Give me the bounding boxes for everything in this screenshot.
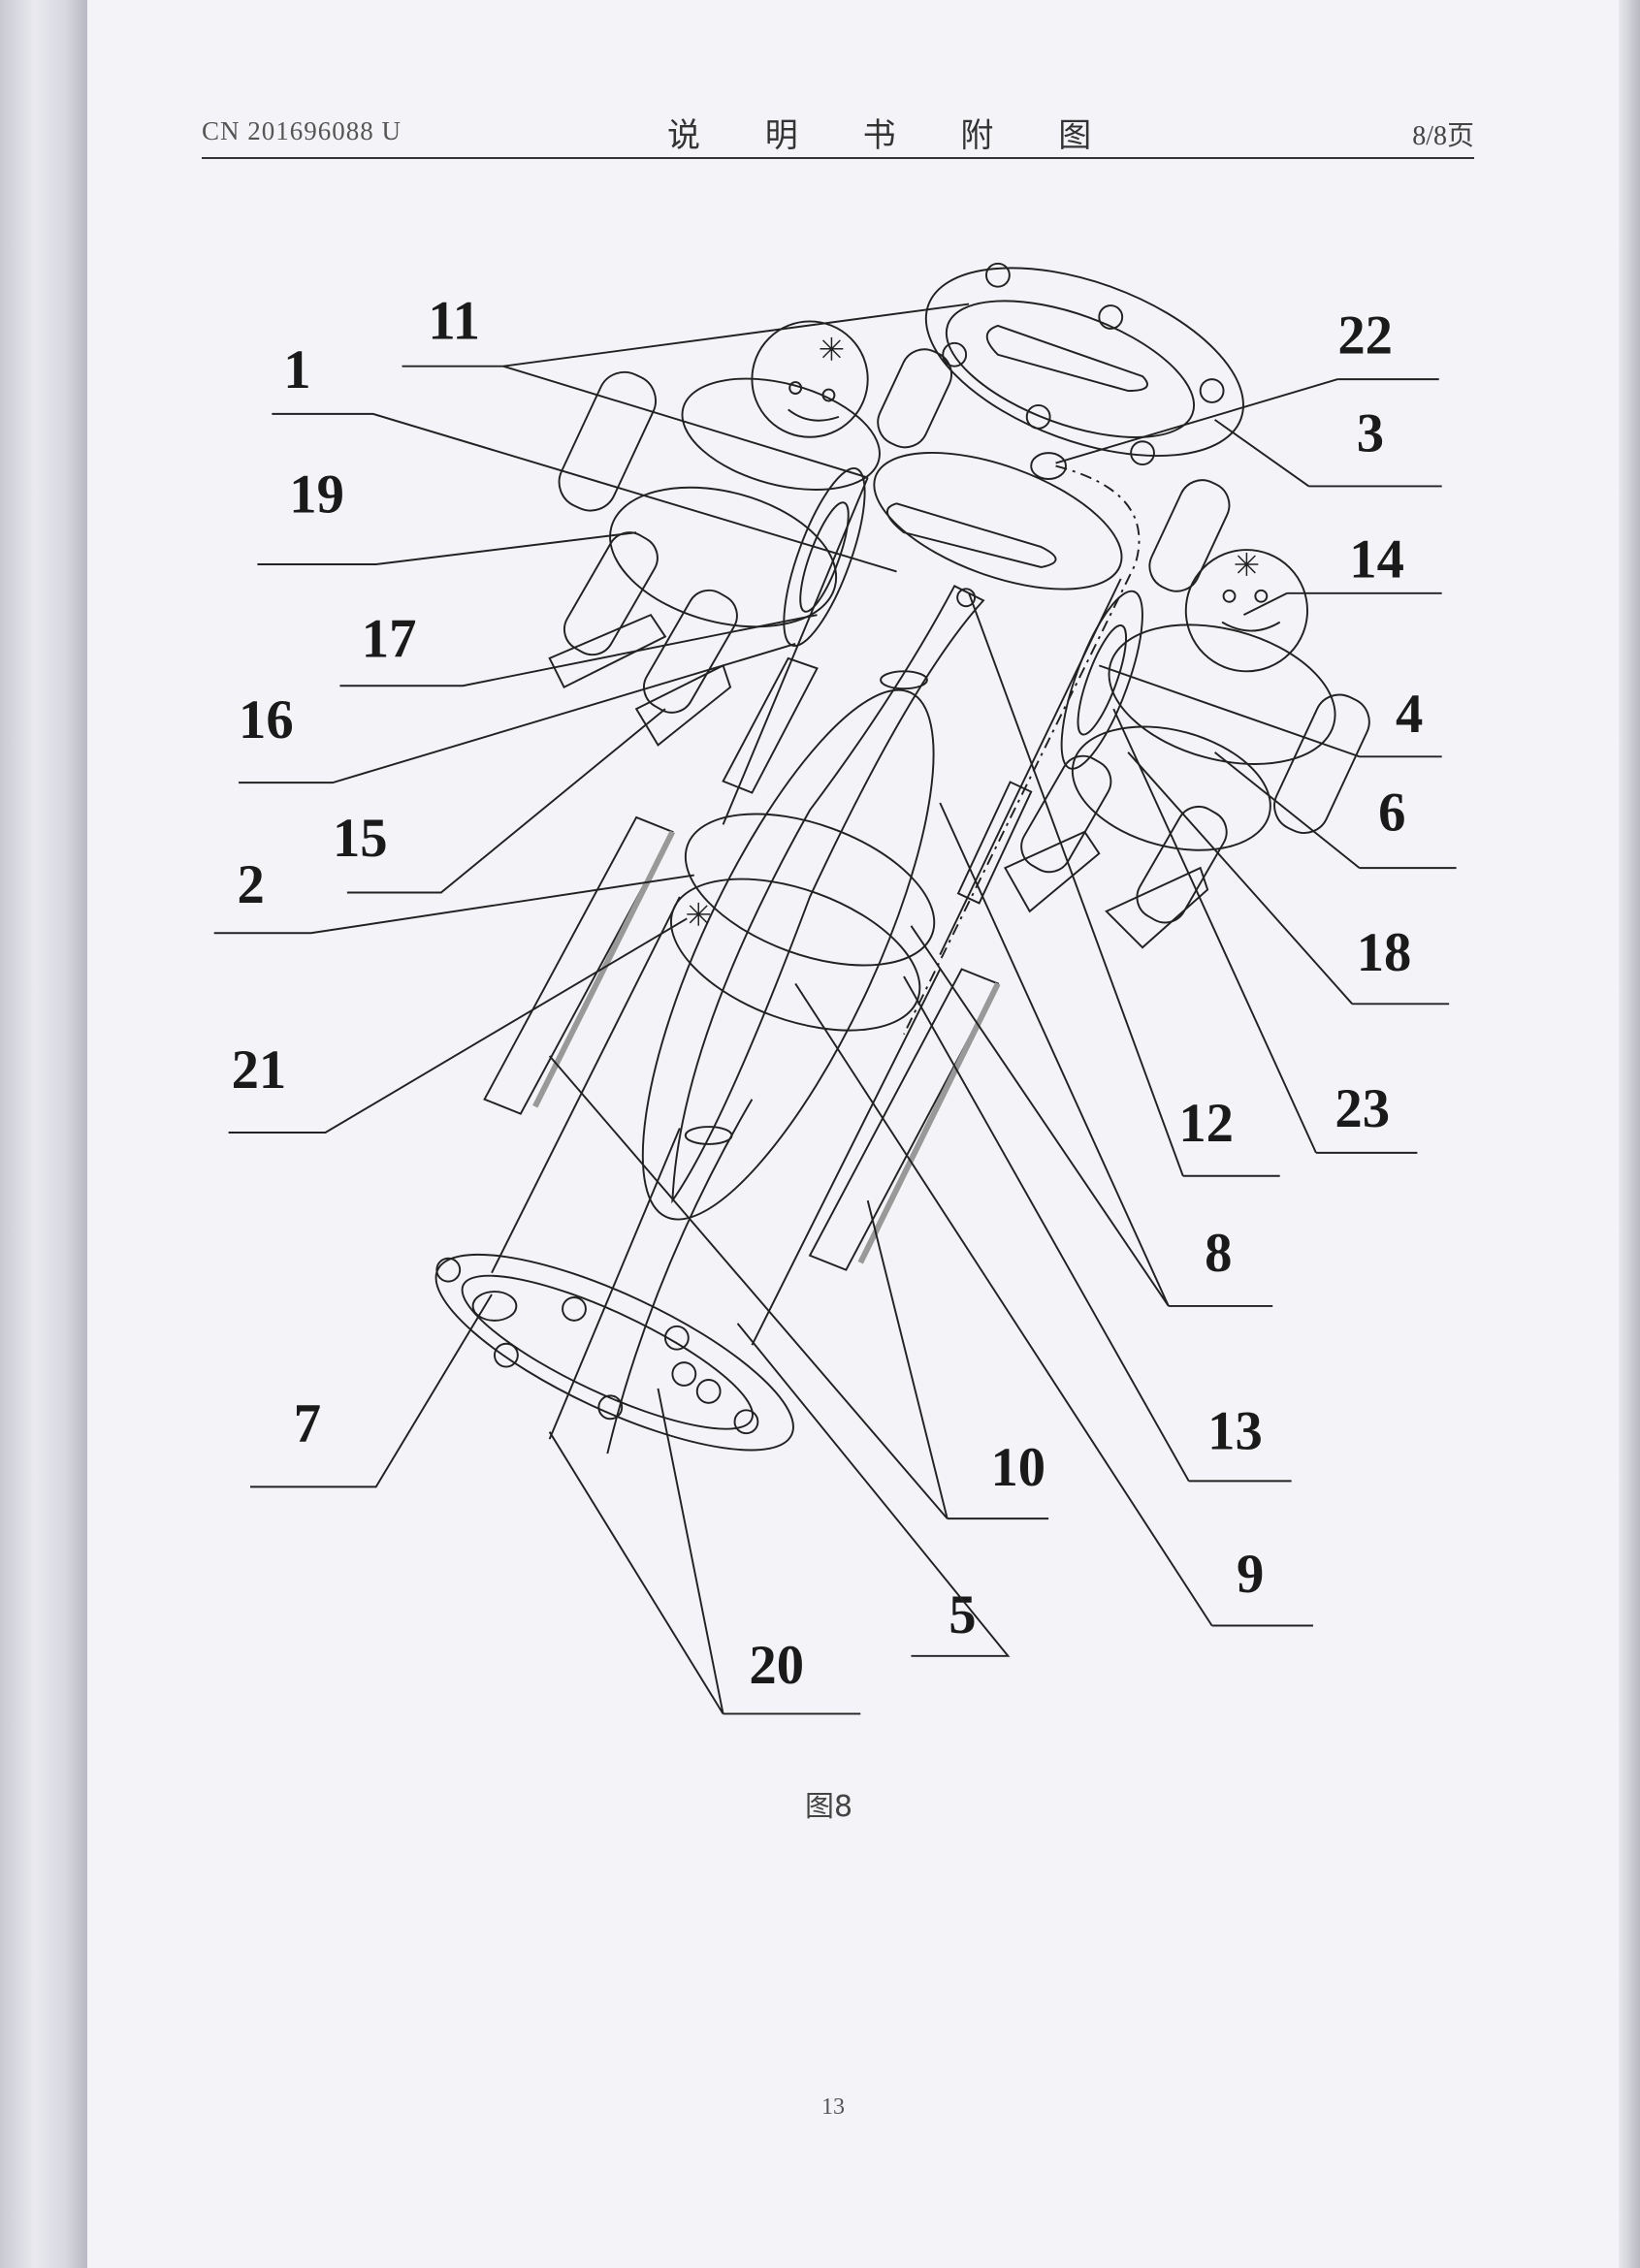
svg-text:14: 14 [1349,529,1404,590]
svg-text:19: 19 [289,464,344,525]
callout-10: 10 [548,1055,1049,1520]
callout-13: 13 [903,975,1292,1483]
callout-23: 23 [1112,708,1418,1154]
callout-3: 3 [1214,404,1442,488]
dash-dot-axis [903,464,1141,1036]
svg-text:15: 15 [333,809,388,869]
svg-text:20: 20 [749,1636,804,1696]
callout-9: 9 [794,982,1313,1627]
callout-14: 14 [1242,529,1442,617]
callout-6: 6 [1213,751,1457,870]
callout-20: 20 [548,1388,861,1715]
callout-7: 7 [249,1294,493,1488]
svg-text:1: 1 [283,340,310,400]
svg-text:3: 3 [1357,404,1384,464]
callout-18: 18 [1127,751,1450,1006]
callout-22: 22 [1055,305,1439,464]
svg-text:17: 17 [362,609,417,669]
right-module [1004,479,1370,949]
patent-number: CN 201696088 U [202,116,402,145]
page-edge-shadow [1619,0,1640,2268]
central-cylinder [491,451,1123,1346]
top-flange [924,262,1244,480]
left-module [548,320,952,747]
svg-text:16: 16 [239,690,294,751]
svg-text:13: 13 [1207,1402,1263,1462]
book-spine-shadow [0,0,87,2268]
svg-text:11: 11 [428,291,480,351]
guide-bars [483,656,1033,1271]
callout-5: 5 [736,1323,1011,1657]
callout-8: 8 [910,802,1273,1307]
callout-16: 16 [239,643,796,784]
svg-text:12: 12 [1178,1094,1234,1154]
svg-text:18: 18 [1357,923,1412,983]
svg-text:2: 2 [238,855,265,915]
svg-text:5: 5 [949,1585,976,1645]
callout-15: 15 [333,708,666,894]
callout-17: 17 [339,609,818,687]
svg-text:10: 10 [990,1438,1045,1498]
svg-text:22: 22 [1337,305,1393,366]
page-title: 说 明 书 附 图 [667,116,1119,155]
svg-text:6: 6 [1378,783,1405,843]
spark-icons [687,336,1259,926]
svg-text:21: 21 [232,1040,287,1101]
bottom-flange [434,1099,794,1454]
svg-text:23: 23 [1335,1079,1390,1139]
callout-19: 19 [257,464,637,565]
page-number: 13 [821,2094,845,2120]
svg-text:9: 9 [1237,1545,1264,1605]
callout-11: 11 [402,291,970,479]
svg-text:8: 8 [1205,1224,1232,1284]
callout-4: 4 [1098,664,1442,758]
figure-caption: 图8 [805,1790,853,1824]
page-indicator: 8/8页 [1412,121,1474,151]
callout-1: 1 [272,340,897,573]
svg-text:4: 4 [1396,685,1423,745]
callout-2: 2 [213,855,694,935]
callout-12: 12 [968,592,1280,1177]
page-header: CN 201696088 U 说 明 书 附 图 8/8页 [202,109,1474,159]
callout-21: 21 [228,917,688,1134]
svg-text:7: 7 [294,1394,321,1454]
